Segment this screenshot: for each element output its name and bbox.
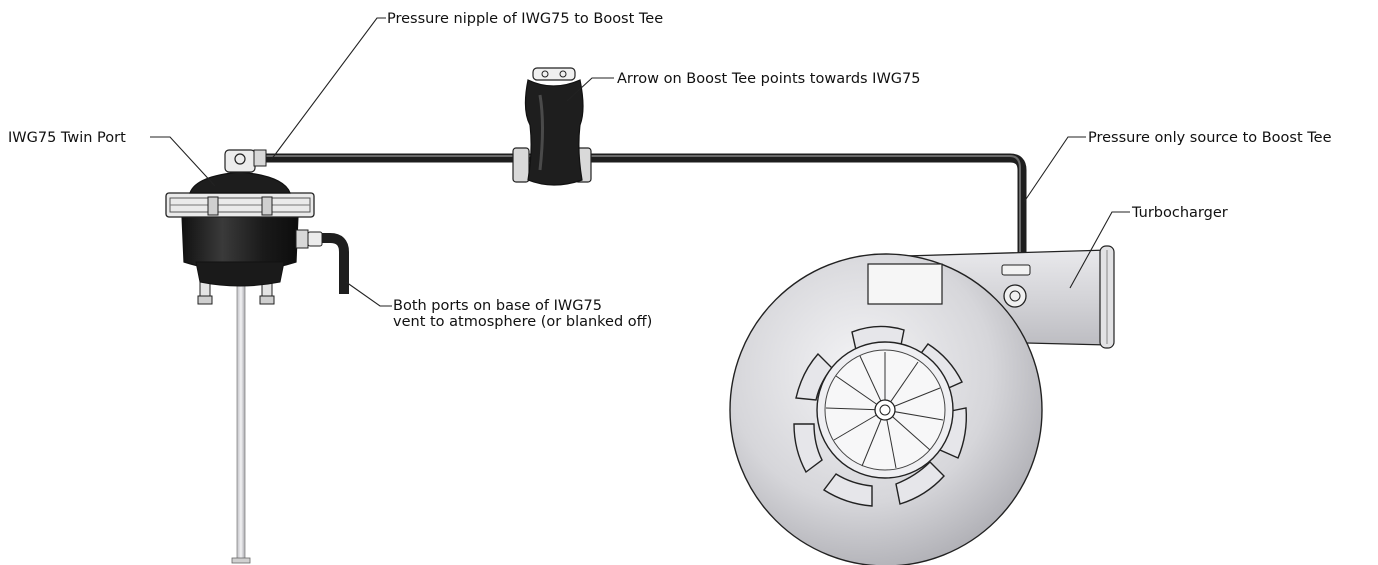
iwg75-actuator	[165, 149, 349, 564]
label-base-ports-line2: vent to atmosphere (or blanked off)	[393, 314, 652, 330]
label-base-ports-line1: Both ports on base of IWG75	[393, 298, 602, 314]
label-iwg75-twin-port: IWG75 Twin Port	[8, 130, 126, 146]
label-pressure-nipple: Pressure nipple of IWG75 to Boost Tee	[387, 11, 663, 27]
leader-lines	[150, 17, 1130, 307]
label-arrow-boost-tee: Arrow on Boost Tee points towards IWG75	[617, 71, 920, 87]
label-turbocharger: Turbocharger	[1131, 205, 1228, 221]
boost-hose	[262, 153, 1027, 268]
turbocharger-illustration	[729, 245, 1115, 565]
boost-tee	[512, 67, 592, 186]
label-pressure-source: Pressure only source to Boost Tee	[1088, 130, 1332, 146]
